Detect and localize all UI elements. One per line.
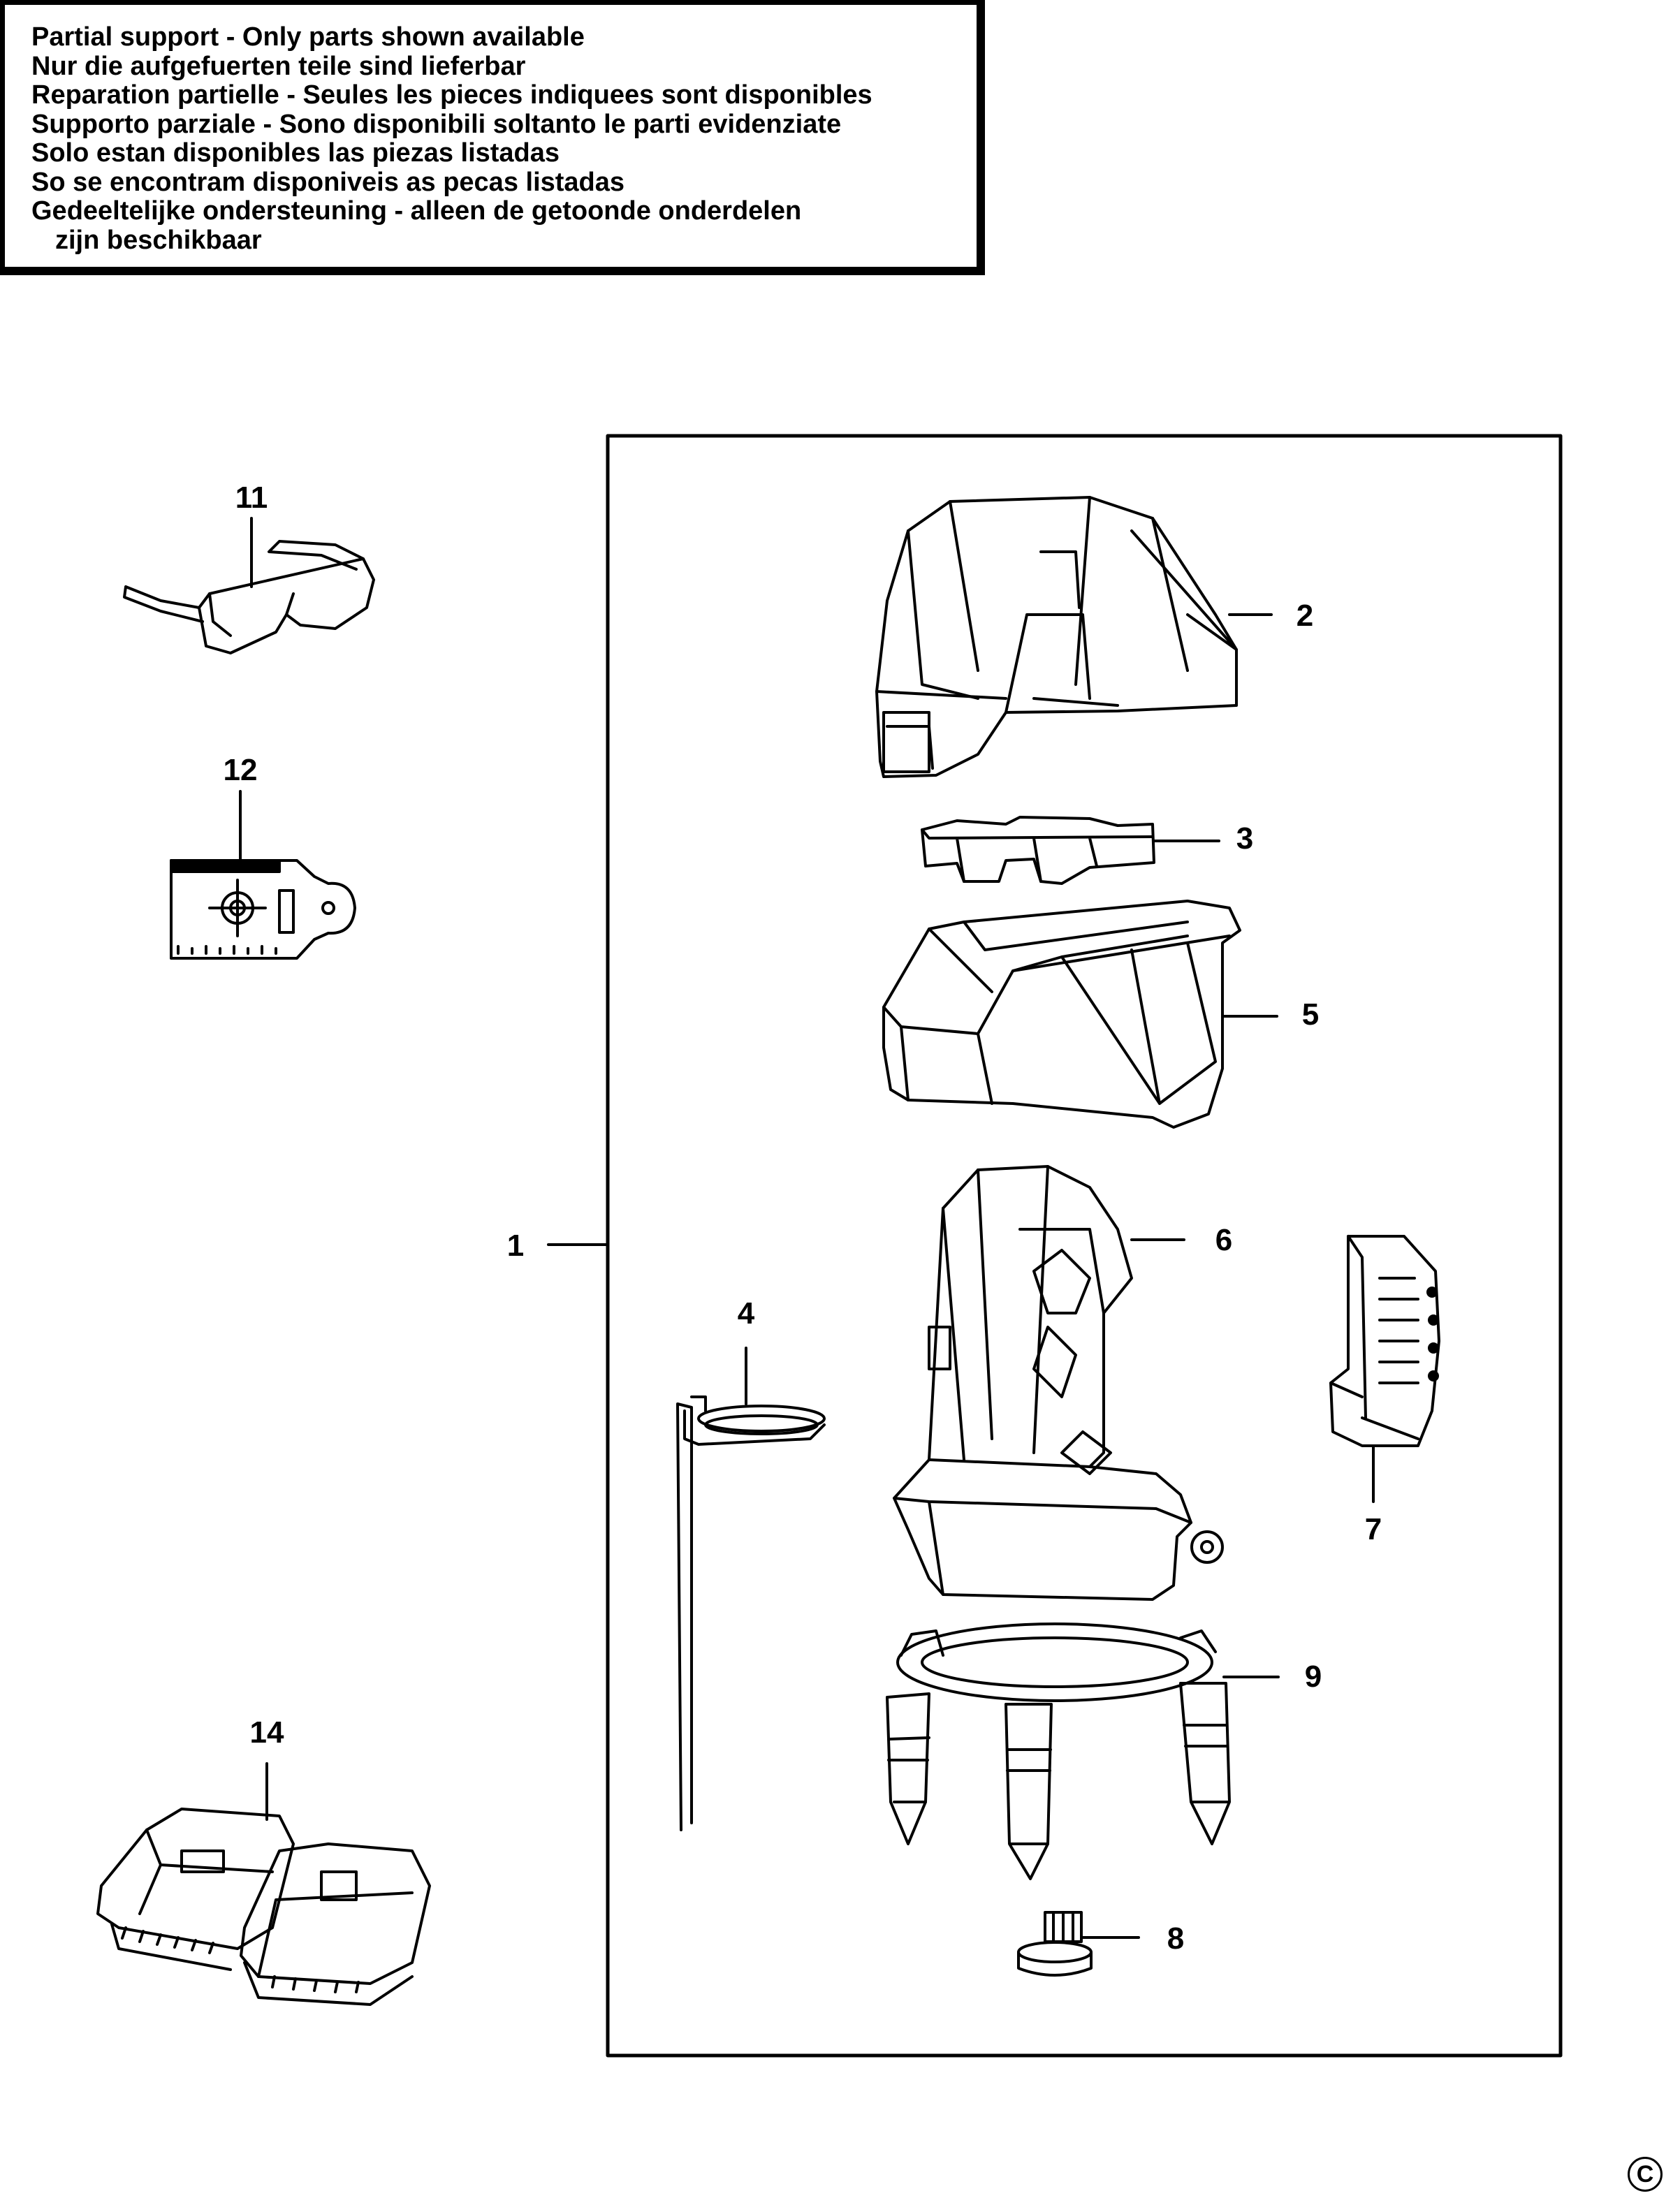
callout-7: 7 [1365, 1512, 1382, 1546]
carry-case-icon [96, 1808, 431, 2006]
adapter-knob-icon [1017, 1911, 1093, 1977]
callout-2: 2 [1296, 599, 1313, 633]
notice-line-en: Partial support - Only parts shown avail… [31, 22, 585, 52]
notice-line-es: Solo estan disponibles las piezas listad… [31, 138, 560, 168]
tripod-base-icon [886, 1622, 1231, 1880]
callout-14: 14 [250, 1715, 284, 1750]
callout-3: 3 [1236, 821, 1253, 856]
bracket-insert-icon [921, 816, 1155, 885]
callout-9: 9 [1305, 1660, 1322, 1694]
callout-8: 8 [1167, 1921, 1184, 1956]
availability-notice: Partial support - Only parts shown avail… [0, 0, 985, 275]
assembly-frame [606, 434, 1563, 2058]
notice-line-pt: So se encontram disponiveis as pecas lis… [31, 167, 625, 197]
copyright-symbol: C [1628, 2157, 1663, 2192]
notice-line-de: Nur die aufgefuerten teile sind lieferba… [31, 51, 526, 81]
callout-6: 6 [1215, 1223, 1232, 1257]
notice-line-nl-cont: zijn beschikbaar [55, 225, 262, 255]
housing-shell-icon [882, 900, 1241, 1129]
callout-4: 4 [738, 1296, 755, 1331]
callout-1: 1 [507, 1229, 524, 1263]
target-card-icon [170, 859, 356, 960]
laser-module-icon [893, 1165, 1224, 1601]
battery-holder-icon [1329, 1235, 1440, 1447]
notice-line-fr: Reparation partielle - Seules les pieces… [31, 80, 872, 110]
notice-line-nl: Gedeeltelijke ondersteuning - alleen de … [31, 196, 802, 226]
laser-housing-top-icon [875, 496, 1238, 778]
callout-12: 12 [224, 753, 258, 787]
ring-clip-icon [676, 1395, 826, 1831]
callout-5: 5 [1302, 997, 1319, 1032]
callout-11: 11 [235, 481, 268, 515]
safety-glasses-icon [123, 540, 375, 654]
notice-line-it: Supporto parziale - Sono disponibili sol… [31, 109, 842, 139]
